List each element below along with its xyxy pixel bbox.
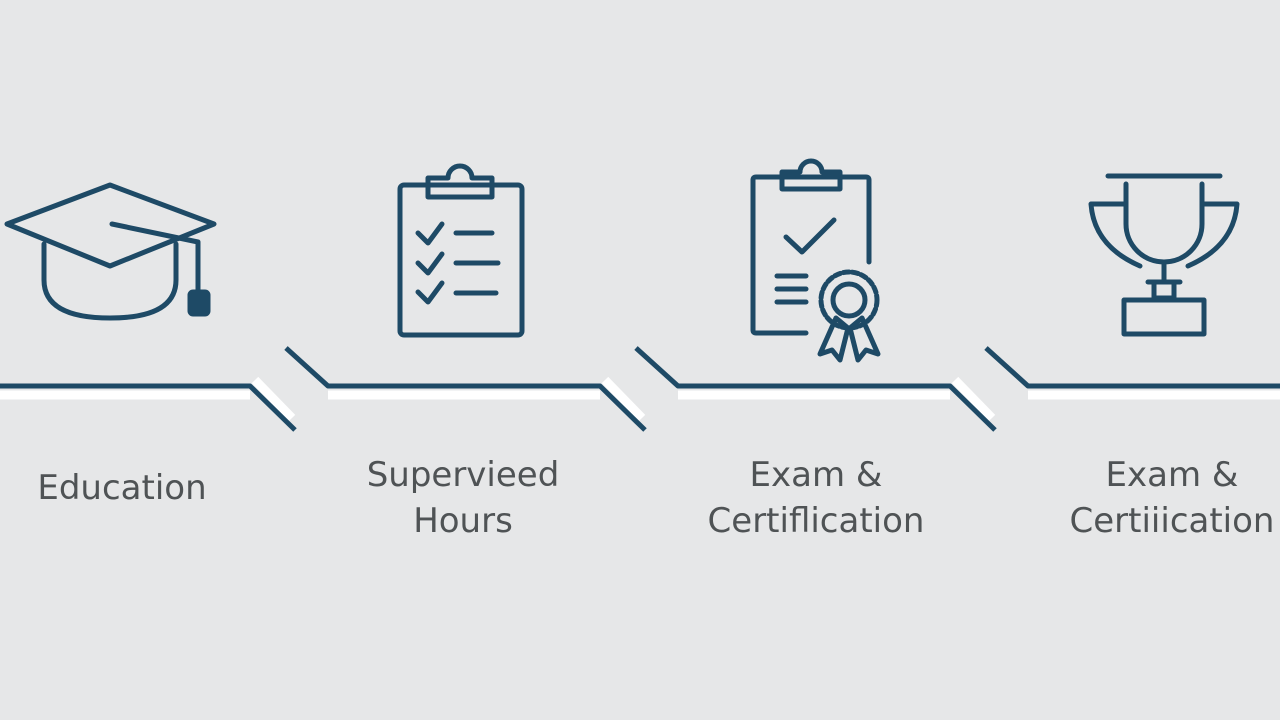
graduation-cap-icon (4, 182, 217, 321)
timeline-segment-4 (984, 346, 1280, 389)
timeline-segment-2 (284, 346, 647, 432)
step-label-line: Supervieed (366, 455, 560, 495)
timeline-segment-3 (634, 346, 997, 432)
timeline-segment-1 (0, 383, 297, 432)
checklist-clipboard-icon (397, 163, 525, 338)
step-label-education: Education (0, 465, 244, 511)
step-label-exam-certification-final: Exam & Certiiication (1022, 452, 1280, 544)
step-label-exam-certification: Exam & Certiflication (666, 452, 966, 544)
timeline-segments (0, 346, 1280, 432)
step-label-line: Certiflication (707, 501, 925, 541)
step-label-line: Hours (413, 501, 513, 541)
certificate-clipboard-icon (750, 158, 881, 363)
step-label-line: Certiiication (1069, 501, 1275, 541)
step-label-line: Exam & (749, 455, 883, 495)
timeline-highlight (0, 376, 1280, 422)
step-label-line: Exam & (1105, 455, 1239, 495)
trophy-icon (1088, 173, 1240, 337)
step-label-line: Education (37, 468, 207, 508)
step-label-supervised-hours: Supervieed Hours (323, 452, 603, 544)
